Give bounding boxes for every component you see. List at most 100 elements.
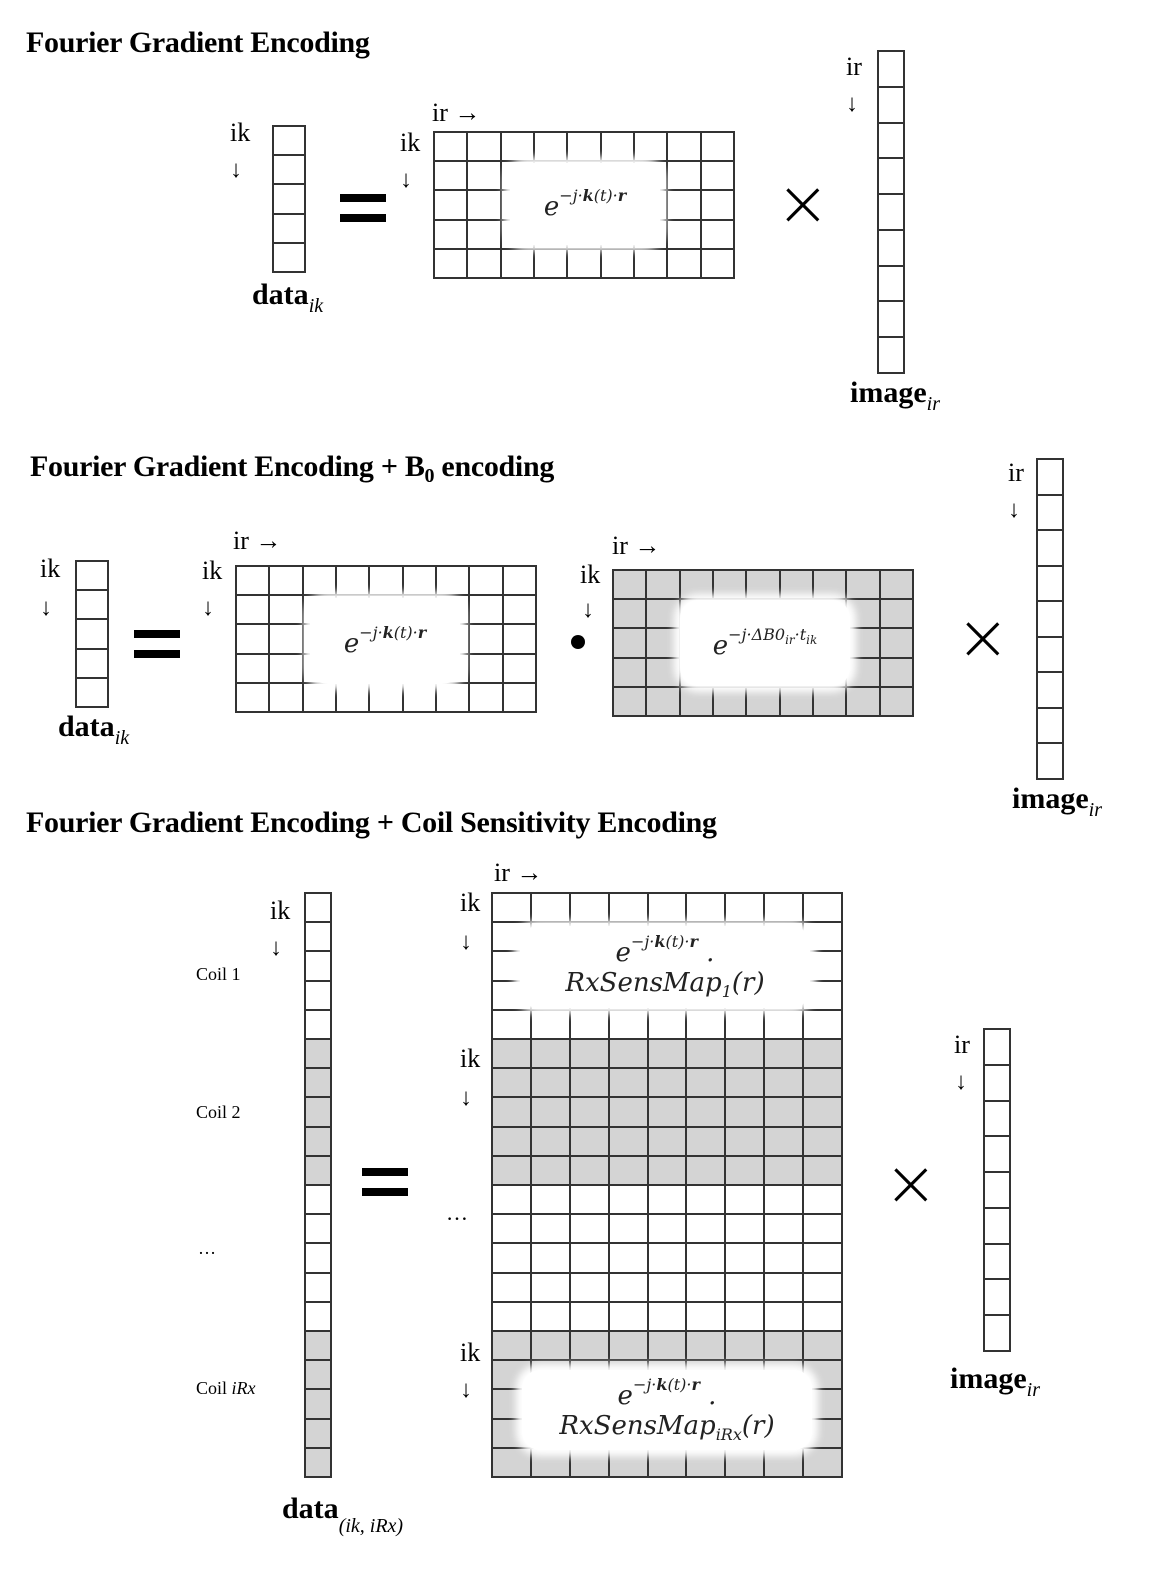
grid-cell [306, 1156, 332, 1186]
arrow-down-icon: ↓ [460, 1085, 472, 1111]
grid-cell [804, 1156, 843, 1186]
grid-cell [493, 1215, 532, 1245]
grid-cell [493, 1448, 532, 1478]
grid-cell [470, 683, 504, 713]
grid-cell [501, 249, 535, 279]
grid-cell [765, 1215, 805, 1245]
grid-cell [634, 249, 669, 279]
grid-cell [985, 1280, 1011, 1317]
grid-cell [1038, 637, 1064, 674]
arrow-down-icon: ↓ [460, 1377, 472, 1403]
grid-cell [726, 1010, 766, 1040]
grid-cell [306, 981, 332, 1011]
section-title: Fourier Gradient Encoding + B0 encoding [30, 450, 555, 487]
grid-cell [668, 249, 702, 279]
grid-cell [306, 1332, 332, 1362]
grid-cell [647, 687, 681, 717]
grid-cell [880, 629, 914, 659]
grid-cell [614, 658, 648, 688]
grid-cell [336, 567, 371, 597]
grid-cell [503, 683, 537, 713]
grid-cell [804, 1069, 843, 1099]
grid-cell [306, 1448, 332, 1478]
grid-cell [648, 1332, 688, 1362]
arrow-down-icon: ↓ [400, 167, 412, 193]
grid-cell [726, 1186, 766, 1216]
grid-cell [531, 1186, 571, 1216]
grid-cell [306, 1040, 332, 1070]
grid-cell [747, 571, 781, 601]
grid-cell [237, 683, 271, 713]
grid-cell [470, 625, 504, 655]
grid-cell [270, 654, 304, 684]
b0-formula: e−j·ΔB0ir·tik [680, 600, 850, 686]
grid-cell [985, 1101, 1011, 1138]
grid-cell [985, 1030, 1011, 1066]
grid-cell [370, 567, 404, 597]
arrow-down-icon: ↓ [460, 929, 472, 955]
multiply-icon: × [884, 1147, 938, 1221]
grid-cell [687, 894, 727, 924]
grid-cell [531, 1302, 571, 1332]
grid-cell [804, 1448, 843, 1478]
image-vector [983, 1028, 1011, 1352]
arrow-down-icon: ↓ [846, 91, 858, 117]
grid-cell [813, 687, 848, 717]
grid-cell [668, 162, 702, 192]
grid-cell [687, 1010, 727, 1040]
grid-cell [668, 191, 702, 221]
grid-cell [403, 683, 437, 713]
grid-cell [306, 1361, 332, 1391]
grid-cell [687, 1098, 727, 1128]
grid-cell [765, 1244, 805, 1274]
grid-cell [1038, 708, 1064, 745]
grid-cell [648, 1273, 688, 1303]
grid-cell [306, 1069, 332, 1099]
grid-cell [726, 1040, 766, 1070]
grid-cell [237, 625, 271, 655]
grid-cell [804, 1127, 843, 1157]
ik-index-label: ik [460, 1044, 481, 1073]
grid-cell [687, 1302, 727, 1332]
grid-cell [647, 600, 681, 630]
grid-cell [336, 683, 371, 713]
grid-cell [726, 1302, 766, 1332]
grid-cell [1038, 602, 1064, 638]
grid-cell [609, 1010, 649, 1040]
grid-cell [531, 1040, 571, 1070]
grid-cell [609, 1186, 649, 1216]
grid-cell [570, 1156, 610, 1186]
grid-cell [879, 123, 905, 160]
grid-cell [568, 249, 602, 279]
grid-cell [503, 625, 537, 655]
grid-cell [648, 1010, 688, 1040]
grid-cell [880, 571, 914, 601]
grid-cell [701, 220, 735, 250]
grid-cell [713, 571, 748, 601]
ik-index-label: ik [460, 1338, 481, 1367]
grid-cell [609, 1040, 649, 1070]
ir-index-label: ir → [432, 98, 481, 127]
ir-index-label: ir [1008, 458, 1024, 487]
grid-cell [306, 1010, 332, 1040]
grid-cell [468, 220, 502, 250]
grid-cell [609, 1215, 649, 1245]
grid-cell [614, 629, 648, 659]
grid-cell [880, 687, 914, 717]
grid-cell [468, 249, 502, 279]
grid-cell [531, 1127, 571, 1157]
grid-cell [493, 1069, 532, 1099]
grid-cell [609, 1448, 649, 1478]
encoding-formula: e−j·k(t)·r [310, 598, 460, 684]
multiply-icon: × [956, 601, 1010, 675]
grid-cell [601, 133, 635, 163]
grid-cell [726, 894, 766, 924]
coil-1-formula: e−j·k(t)·r . RxSensMap1(r) [520, 926, 810, 1008]
grid-cell [531, 1156, 571, 1186]
grid-cell [713, 687, 748, 717]
data-vector [304, 892, 332, 1478]
grid-cell [668, 133, 702, 163]
grid-cell [436, 683, 471, 713]
grid-cell [647, 629, 681, 659]
grid-cell [270, 683, 304, 713]
